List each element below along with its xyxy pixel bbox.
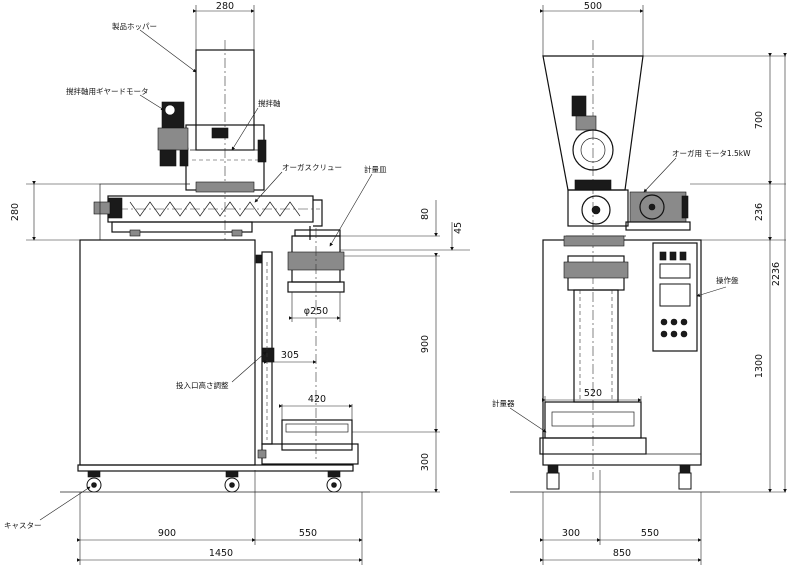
dim-300-v: 300 [420, 453, 431, 471]
dim-hopper-top: 500 [584, 1, 602, 12]
dim-300-h: 300 [562, 528, 580, 539]
label-auger-screw: オーガスクリュー [282, 162, 342, 172]
casters-front [546, 464, 692, 490]
label-agitator-shaft: 撹拌軸 [258, 98, 281, 108]
dim-diameter: φ250 [304, 306, 328, 317]
dim-2236: 2236 [771, 262, 782, 286]
dim-upper-height: 280 [10, 203, 21, 221]
label-caster: キャスター [4, 521, 42, 530]
dim-total-width-front: 850 [613, 548, 631, 559]
dim-1300: 1300 [754, 354, 765, 378]
dim-236: 236 [754, 203, 765, 221]
dim-420: 420 [308, 394, 326, 405]
control-panel [652, 242, 698, 352]
weighing-scale-side [281, 419, 353, 451]
side-view: 280 [4, 1, 470, 565]
dim-total-width-side: 1450 [209, 548, 233, 559]
label-control-panel: 操作盤 [716, 275, 739, 285]
dim-520: 520 [584, 388, 602, 399]
dim-45: 45 [453, 222, 464, 234]
label-metering-pan: 計量皿 [364, 164, 387, 174]
label-inlet-height-adj: 投入口高さ調整 [176, 380, 229, 390]
front-view: 500 [492, 1, 787, 565]
dim-900-h: 900 [158, 528, 176, 539]
casters-side [86, 470, 342, 493]
dim-550-h: 550 [299, 528, 317, 539]
dim-305: 305 [281, 350, 299, 361]
dim-550-front: 550 [641, 528, 659, 539]
label-weighing-scale: 計量器 [492, 398, 515, 408]
label-product-hopper: 製品ホッパー [112, 21, 157, 31]
dim-hopper-width: 280 [216, 1, 234, 12]
label-agitator-motor: 撹拌軸用ギヤードモータ [66, 86, 149, 96]
dim-700: 700 [754, 111, 765, 129]
dim-80: 80 [420, 208, 431, 220]
label-auger-motor: オーガ用 モータ1.5kW [672, 148, 751, 158]
main-body [79, 239, 256, 466]
dim-900-v: 900 [420, 335, 431, 353]
